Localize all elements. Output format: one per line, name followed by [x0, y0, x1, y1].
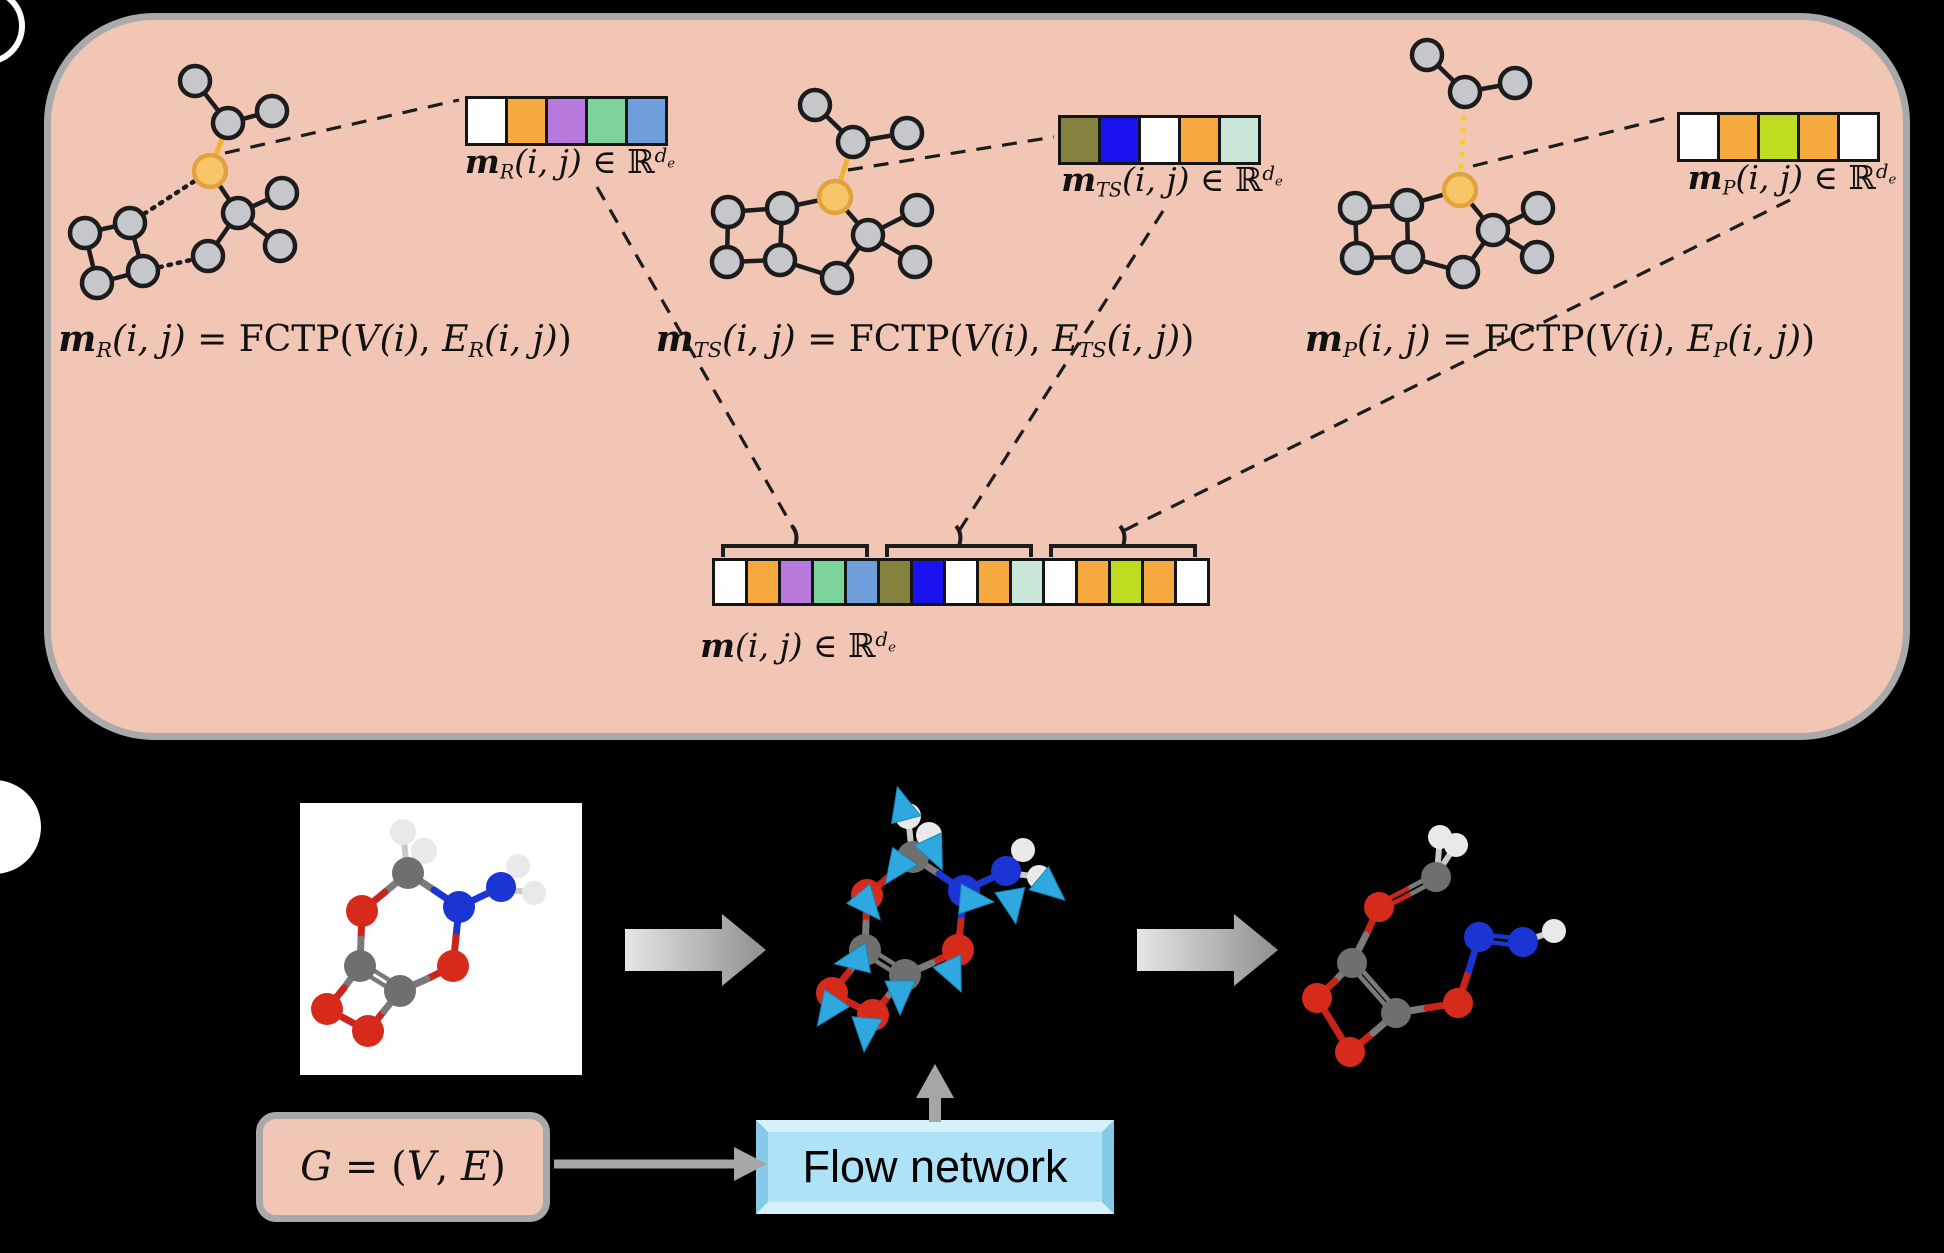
ts-molecule	[816, 785, 1066, 1054]
cropped-label-circle-bottom	[0, 780, 41, 874]
vector-mr	[465, 96, 668, 146]
vector-cell	[1181, 118, 1218, 162]
formula-mp: mP(i, j) = FCTP(V(i), EP(i, j))	[1304, 318, 1816, 362]
vector-cell	[588, 99, 625, 143]
vector-mr-label: mR(i, j) ∈ ℝde	[464, 142, 676, 184]
vector-cell	[847, 561, 877, 603]
vector-cell	[1012, 561, 1042, 603]
displacement-cones	[816, 785, 1066, 1054]
vector-cell	[508, 99, 545, 143]
formula-mr: mR(i, j) = FCTP(V(i), ER(i, j))	[58, 318, 572, 362]
vector-cell	[946, 561, 976, 603]
flow-network-box: Flow network	[756, 1120, 1114, 1214]
formula-mts: mTS(i, j) = FCTP(V(i), ETS(i, j))	[655, 318, 1195, 362]
product-molecule	[1302, 825, 1566, 1067]
graph-definition-label: G = (V, E)	[300, 1144, 506, 1190]
vector-cell	[1111, 561, 1141, 603]
vector-cell	[1680, 115, 1717, 159]
vector-cell	[1061, 118, 1098, 162]
vector-mp	[1677, 112, 1880, 162]
vector-mts	[1058, 115, 1261, 165]
vector-cell	[1221, 118, 1258, 162]
vector-cell	[979, 561, 1009, 603]
vector-cell	[1141, 118, 1178, 162]
vector-cell	[913, 561, 943, 603]
vector-cell	[548, 99, 585, 143]
vector-cell	[814, 561, 844, 603]
vector-mts-label: mTS(i, j) ∈ ℝde	[1061, 160, 1283, 202]
vector-m-concat	[712, 558, 1210, 606]
arrow-ts-to-product	[1137, 914, 1278, 986]
reactant-image-background	[300, 803, 582, 1075]
vector-cell	[1078, 561, 1108, 603]
cropped-label-circle-top	[0, 0, 25, 63]
arrow-reactant-to-ts	[625, 914, 766, 986]
vector-cell	[1720, 115, 1757, 159]
vector-m-concat-label: m(i, j) ∈ ℝde	[700, 626, 896, 665]
edge-embedding-panel	[44, 13, 1910, 740]
vector-cell	[880, 561, 910, 603]
flow-network-label: Flow network	[802, 1141, 1068, 1192]
vector-cell	[1177, 561, 1207, 603]
vector-cell	[1144, 561, 1174, 603]
vector-cell	[1840, 115, 1877, 159]
vector-mp-label: mP(i, j) ∈ ℝde	[1687, 158, 1897, 200]
vector-cell	[1045, 561, 1075, 603]
graph-definition-box: G = (V, E)	[256, 1112, 550, 1222]
vector-cell	[781, 561, 811, 603]
vector-cell	[715, 561, 745, 603]
vector-cell	[1101, 118, 1138, 162]
arrow-flow-to-ts	[916, 1064, 954, 1122]
vector-cell	[468, 99, 505, 143]
vector-cell	[748, 561, 778, 603]
vector-cell	[628, 99, 665, 143]
vector-cell	[1760, 115, 1797, 159]
vector-cell	[1800, 115, 1837, 159]
